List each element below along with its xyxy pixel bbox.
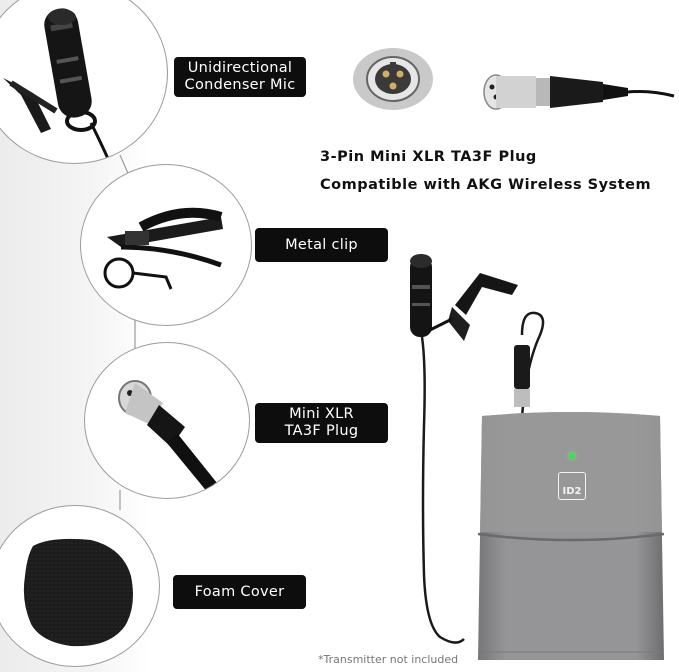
compatibility-line-2: Compatible with AKG Wireless System (320, 177, 652, 193)
label-line: Condenser Mic (184, 77, 296, 93)
mic-feature-circle (0, 0, 168, 164)
transmitter-icon: ID2 (472, 412, 670, 664)
label-line: Mini XLR (289, 406, 354, 422)
xlr-connector-icon (483, 74, 675, 110)
label-line: Metal clip (285, 236, 358, 253)
metal-clip-icon (103, 207, 223, 290)
lavalier-mic-icon (3, 8, 111, 162)
compatibility-line-1: 3-Pin Mini XLR TA3F Plug (320, 149, 537, 165)
xlr-plug-icon (118, 380, 225, 498)
label-line: Foam Cover (194, 583, 285, 600)
xlr-socket-icon (353, 48, 433, 110)
feature-label-plug: Mini XLR TA3F Plug (255, 403, 388, 443)
transmitter-badge: ID2 (558, 472, 586, 500)
status-led (569, 453, 575, 459)
label-line: Unidirectional (187, 60, 293, 76)
foam-feature-circle (0, 505, 160, 667)
product-mic-assembly (410, 254, 545, 644)
plug-feature-circle (84, 342, 250, 499)
clip-feature-circle (80, 164, 252, 326)
feature-label-clip: Metal clip (255, 228, 388, 262)
feature-label-mic: Unidirectional Condenser Mic (174, 57, 306, 97)
feature-label-foam: Foam Cover (173, 575, 306, 609)
foam-cover-icon (23, 538, 133, 647)
label-line: TA3F Plug (284, 423, 359, 439)
footnote: *Transmitter not included (318, 653, 459, 666)
